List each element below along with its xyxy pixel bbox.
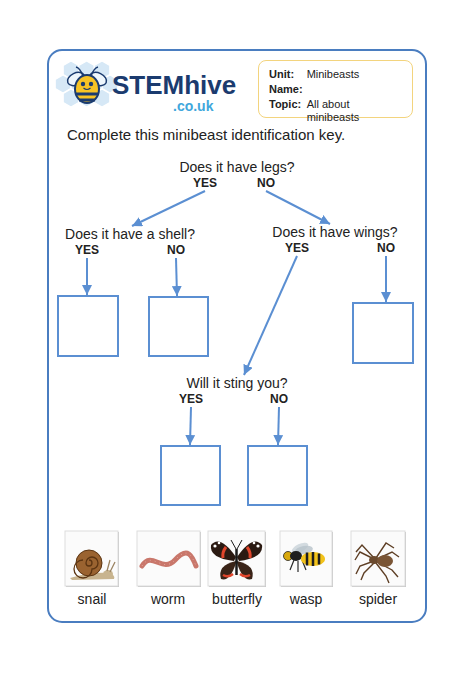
question-node: Does it have a shell?	[50, 226, 210, 258]
question-text: Does it have legs?	[179, 159, 294, 176]
question-text: Does it have wings?	[272, 224, 397, 241]
answer-label: YES	[277, 241, 317, 255]
worm-photo	[137, 531, 201, 587]
answer-label: NO	[259, 392, 299, 406]
picture-caption: worm	[128, 591, 208, 608]
question-text: Does it have a shell?	[65, 226, 195, 243]
answer-label: NO	[156, 243, 196, 257]
logo-hexagons	[55, 61, 118, 107]
answer-box	[57, 295, 119, 357]
butterfly-photo	[208, 531, 266, 587]
spider-photo	[351, 531, 406, 587]
key-arrow	[266, 191, 330, 224]
answer-label: YES	[67, 243, 107, 257]
key-arrow	[385, 256, 387, 302]
picture-caption: wasp	[266, 591, 346, 608]
key-arrow	[244, 256, 297, 375]
answer-label: YES	[171, 392, 211, 406]
logo-bee	[65, 67, 108, 103]
answer-label: YES	[185, 176, 225, 190]
info-text: Name:	[269, 83, 303, 96]
picture-caption: snail	[52, 591, 132, 608]
answer-label: NO	[246, 176, 286, 190]
key-arrow	[190, 407, 191, 445]
question-text: Will it sting you?	[186, 375, 287, 392]
key-arrow	[278, 407, 279, 445]
snail-photo	[65, 531, 119, 587]
answer-box	[148, 296, 209, 357]
info-text: Minibeasts	[307, 68, 402, 81]
wasp-photo	[280, 531, 333, 587]
info-text: Topic:	[269, 98, 303, 124]
page-border	[48, 50, 426, 622]
answer-box	[247, 445, 308, 506]
question-node: Does it have legs?	[157, 159, 317, 191]
answer-box	[352, 302, 414, 364]
worksheet-instruction: Complete this minibeast identification k…	[67, 126, 345, 144]
logo-domain: .co.uk	[173, 98, 213, 115]
key-arrow	[176, 258, 177, 296]
info-box: Unit:MinibeastsName:Topic:All about mini…	[258, 60, 413, 118]
info-text: Unit:	[269, 68, 303, 81]
answer-box	[160, 445, 221, 506]
key-arrow	[132, 191, 205, 226]
picture-caption: butterfly	[197, 591, 277, 608]
picture-caption: spider	[338, 591, 418, 608]
key-arrow	[86, 258, 88, 295]
logo-text: STEMhive	[112, 70, 236, 101]
info-text: All about minibeasts	[307, 98, 402, 124]
answer-label: NO	[366, 241, 406, 255]
